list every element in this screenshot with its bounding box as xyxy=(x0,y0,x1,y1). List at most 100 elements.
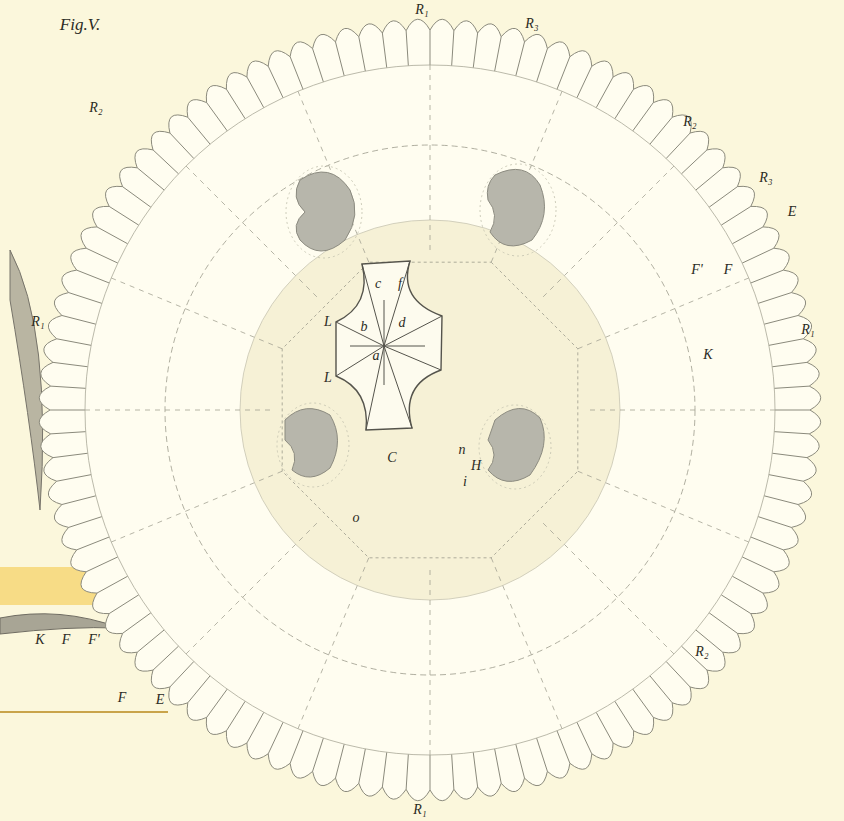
part-letter: o xyxy=(353,511,360,525)
lobe-divider xyxy=(226,701,245,731)
part-letter: a xyxy=(373,349,380,363)
lobe-divider xyxy=(51,386,86,388)
gonads xyxy=(285,169,545,481)
radial-line xyxy=(578,278,749,349)
radial-line xyxy=(298,558,369,729)
lobe-divider xyxy=(774,432,809,434)
lobe-divider xyxy=(86,248,118,263)
lobe-divider xyxy=(557,731,570,764)
figure-title: Fig.V. xyxy=(60,16,100,33)
lobe-divider xyxy=(577,722,592,754)
scalloped-margin xyxy=(39,19,820,800)
lobe-divider xyxy=(495,37,502,71)
lobe-divider xyxy=(137,630,164,652)
lobe-divider xyxy=(97,576,128,593)
lobe-divider xyxy=(382,33,386,68)
lobe-divider xyxy=(537,738,548,771)
lobe-divider xyxy=(751,537,784,550)
lobe-divider xyxy=(537,49,548,82)
lobe-divider xyxy=(153,150,179,174)
lobe-divider xyxy=(696,168,723,190)
mouth-cross xyxy=(336,261,442,430)
lobe-divider xyxy=(473,752,477,787)
part-letter: R₁ xyxy=(415,3,428,17)
lobe-divider xyxy=(137,168,164,190)
lobe-divider xyxy=(650,676,672,703)
lobe-divider xyxy=(516,42,525,76)
part-letter: F xyxy=(62,633,71,647)
part-letter: K xyxy=(35,633,44,647)
lobe-divider xyxy=(732,576,763,593)
lobe-divider xyxy=(742,557,774,572)
lobe-divider xyxy=(452,754,454,789)
radial-line xyxy=(430,65,431,250)
lobe-divider xyxy=(721,595,751,614)
lobe-divider xyxy=(313,738,324,771)
lobe-divider xyxy=(188,117,210,144)
part-letter: d xyxy=(399,316,406,330)
radial-line xyxy=(186,523,317,654)
part-letter: n xyxy=(459,443,466,457)
lobe-divider xyxy=(430,30,431,65)
lobe-divider xyxy=(268,66,283,98)
lobe-divider xyxy=(170,133,194,159)
lobe-divider xyxy=(666,661,690,687)
radial-line xyxy=(543,166,674,297)
part-letter: R₃ xyxy=(525,17,538,31)
rim-inner-circle xyxy=(85,65,775,755)
lobe-divider xyxy=(69,293,102,304)
lobe-divider xyxy=(516,744,525,778)
lobe-divider xyxy=(359,37,366,71)
lobe-divider xyxy=(247,712,264,743)
lobe-divider xyxy=(123,187,151,208)
part-letter: c xyxy=(375,277,381,291)
lobe-divider xyxy=(53,362,88,366)
lobe-divider xyxy=(615,89,634,119)
lobe-divider xyxy=(86,557,118,572)
stomach-circle xyxy=(240,220,620,600)
lobe-divider xyxy=(62,315,96,324)
lobe-divider xyxy=(335,744,344,778)
lobe-divider xyxy=(758,517,791,528)
radial-line xyxy=(430,570,431,755)
lobe-divider xyxy=(290,57,303,90)
lobe-divider xyxy=(188,676,210,703)
radial-line xyxy=(578,471,749,542)
lobe-divider xyxy=(615,701,634,731)
lobe-divider xyxy=(557,57,570,90)
part-letter: H xyxy=(471,459,481,473)
lobe-divider xyxy=(772,362,807,366)
part-letter: i xyxy=(463,475,467,489)
lobe-divider xyxy=(709,613,737,634)
lobe-divider xyxy=(123,613,151,634)
part-letter: b xyxy=(361,320,368,334)
part-letter: R₂ xyxy=(683,115,696,129)
lobe-divider xyxy=(170,661,194,687)
lobe-divider xyxy=(50,410,85,411)
lobe-divider xyxy=(650,117,672,144)
lobe-divider xyxy=(742,248,774,263)
lobe-divider xyxy=(769,475,803,482)
lobe-divider xyxy=(406,31,408,66)
lobe-divider xyxy=(109,595,139,614)
radial-line xyxy=(111,278,282,349)
part-letter: F' xyxy=(88,633,100,647)
part-letter: C xyxy=(387,451,396,465)
part-letter: R₁ xyxy=(413,803,426,817)
radial-line xyxy=(590,410,775,411)
section-blade xyxy=(10,250,43,510)
lobe-divider xyxy=(207,103,228,131)
lobe-divider xyxy=(666,133,690,159)
part-letter: f xyxy=(398,277,402,291)
part-letter: R₃ xyxy=(759,171,772,185)
lobe-divider xyxy=(709,187,737,208)
lobe-divider xyxy=(382,752,386,787)
part-letter: F' xyxy=(691,263,703,277)
lobe-divider xyxy=(153,646,179,670)
radial-line xyxy=(491,558,562,729)
part-letter: R₁ xyxy=(801,323,814,337)
lobe-divider xyxy=(764,315,798,324)
lobe-divider xyxy=(77,270,110,283)
lobe-divider xyxy=(57,475,91,482)
